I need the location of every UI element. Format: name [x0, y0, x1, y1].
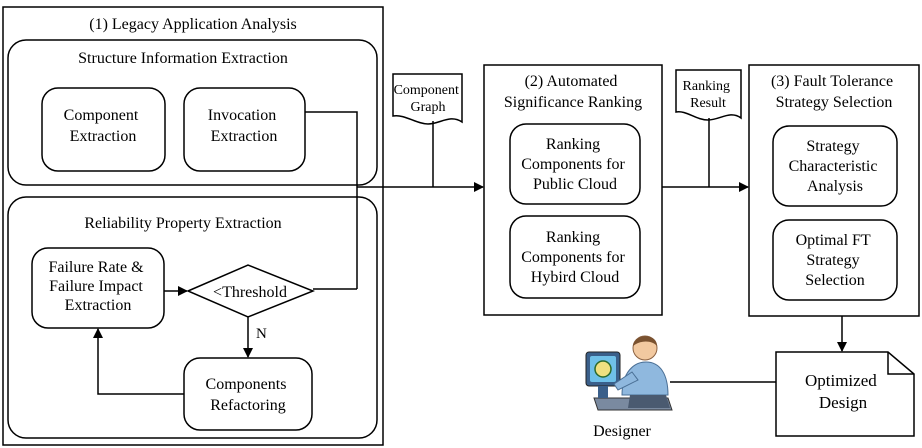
doc-ranking-result [675, 69, 742, 121]
designer-arm [613, 371, 639, 391]
designer-illustration [585, 335, 673, 411]
box-optimal-ft-strategy-label: Optimal FT Strategy Selection [796, 232, 875, 289]
box-ranking-hybrid-cloud-label: Ranking Components for Hybird Cloud [521, 229, 629, 286]
panel-ft-strategy-selection [748, 64, 920, 317]
monitor-stand [598, 386, 608, 398]
box-components-refactoring-label: Components Refactoring [206, 376, 291, 414]
group-structure-extraction [7, 39, 378, 186]
group-reliability-extraction-title: Reliability Property Extraction [84, 215, 281, 232]
note-optimized-design [775, 351, 915, 437]
box-optimal-ft-strategy [772, 219, 898, 301]
panel-legacy-analysis-title: (1) Legacy Application Analysis [89, 16, 297, 33]
doc-component-graph-label: Component Graph [394, 83, 463, 115]
group-structure-extraction-title: Structure Information Extraction [78, 50, 288, 67]
box-components-refactoring [183, 357, 313, 431]
designer-label: Designer [593, 423, 651, 440]
box-ranking-public-cloud-label: Ranking Components for Public Cloud [521, 136, 629, 193]
decision-threshold [186, 264, 316, 318]
box-ranking-public-cloud [509, 123, 641, 205]
note-fold-corner [887, 352, 914, 375]
box-strategy-characteristic [772, 125, 898, 207]
panel-significance-ranking [483, 64, 663, 316]
box-component-extraction-label: Component Extraction [64, 107, 143, 145]
box-invocation-extraction-label: Invocation Extraction [208, 107, 280, 145]
note-optimized-design-label: Optimized Design [805, 371, 881, 412]
panel-ft-strategy-selection-title: (3) Fault Tolerance Strategy Selection [771, 73, 897, 111]
threshold-no-label: N [256, 326, 267, 342]
box-invocation-extraction [183, 87, 306, 172]
group-reliability-extraction [7, 196, 378, 439]
panel-legacy-analysis [2, 6, 384, 446]
doc-ranking-result-label: Ranking Result [683, 79, 734, 111]
panel-significance-ranking-title: (2) Automated Significance Ranking [504, 73, 642, 111]
screen-globe-icon [594, 360, 612, 378]
box-strategy-characteristic-label: Strategy Characteristic Analysis [789, 138, 882, 195]
connector-invocation-out [305, 111, 358, 187]
box-ranking-hybrid-cloud [509, 215, 641, 299]
decision-threshold-label: <Threshold [213, 284, 287, 301]
designer-legs [628, 395, 670, 408]
doc-component-graph [392, 73, 463, 125]
box-failure-rate-extraction-label: Failure Rate & Failure Impact Extraction [48, 259, 147, 314]
arrow-refactoring-to-failure [93, 328, 184, 395]
box-component-extraction [41, 87, 166, 172]
designer-hair [633, 336, 657, 346]
